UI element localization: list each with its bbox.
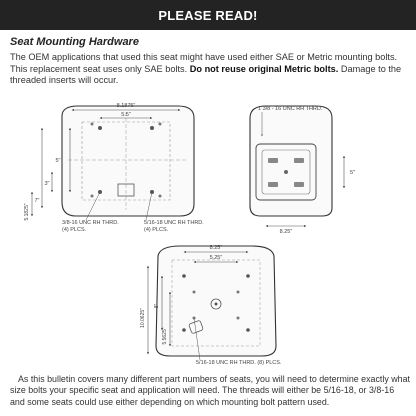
callout-left: 3/8-16 UNC RH THRD.	[62, 220, 119, 226]
dim-mid-3: 5.25"	[210, 255, 223, 261]
dim-bottom: 8.25"	[280, 229, 293, 235]
intro-paragraph: The OEM applications that used this seat…	[10, 52, 408, 87]
dim-side-1: 3"	[44, 181, 49, 187]
dim-left-3: 5.5625"	[162, 327, 168, 344]
callout-bottom: 5/16-18 UNC RH THRD. (8) PLCS.	[196, 360, 282, 366]
dim-side-3: 5.1825"	[24, 203, 30, 220]
callout-right: 5/16-18 UNC RH THRD.	[144, 220, 204, 226]
footer-paragraph: As this bulletin covers many different p…	[10, 374, 411, 407]
please-read-banner: PLEASE READ!	[0, 0, 416, 30]
dim-top: 8.1875"	[117, 103, 136, 109]
dim-left-1: 10.0625"	[140, 308, 146, 328]
intro-text-1: The OEM applications that used this seat…	[10, 52, 398, 74]
dim-top-3: 8.25"	[210, 245, 223, 251]
dim-left: 5"	[55, 158, 60, 164]
intro-text-2: Damage to the threaded inserts will occu…	[10, 63, 402, 86]
section-heading: Seat Mounting Hardware	[10, 36, 139, 48]
seat-diagram-left: 8.1875" 5.5" 5" 3" 7" 5.1825" 3/8-16 UNC…	[24, 103, 204, 233]
dim-side-2: 7"	[34, 198, 39, 204]
callout-right-plcs: (4) PLCS.	[144, 227, 169, 233]
intro-warning: Do not reuse original Metric bolts.	[189, 63, 339, 74]
callout-left-plcs: (4) PLCS.	[62, 227, 87, 233]
seat-mounting-diagrams: 8.1875" 5.5" 5" 3" 7" 5.1825" 3/8-16 UNC…	[24, 103, 355, 366]
callout-top: 1 3/8 - 16 UNC RH THRD.	[258, 106, 323, 112]
seat-diagram-bottom: 8.25" 5.25" 10.0625" 8" 5.5625" 5/16-18 …	[140, 245, 282, 366]
dim-right: 5"	[350, 170, 355, 176]
dim-mid: 5.5"	[121, 112, 131, 118]
banner-title: PLEASE READ!	[158, 7, 258, 23]
seat-diagram-right: 1 3/8 - 16 UNC RH THRD. 5" 8.25"	[249, 105, 355, 235]
dim-left-2: 8"	[154, 304, 160, 309]
